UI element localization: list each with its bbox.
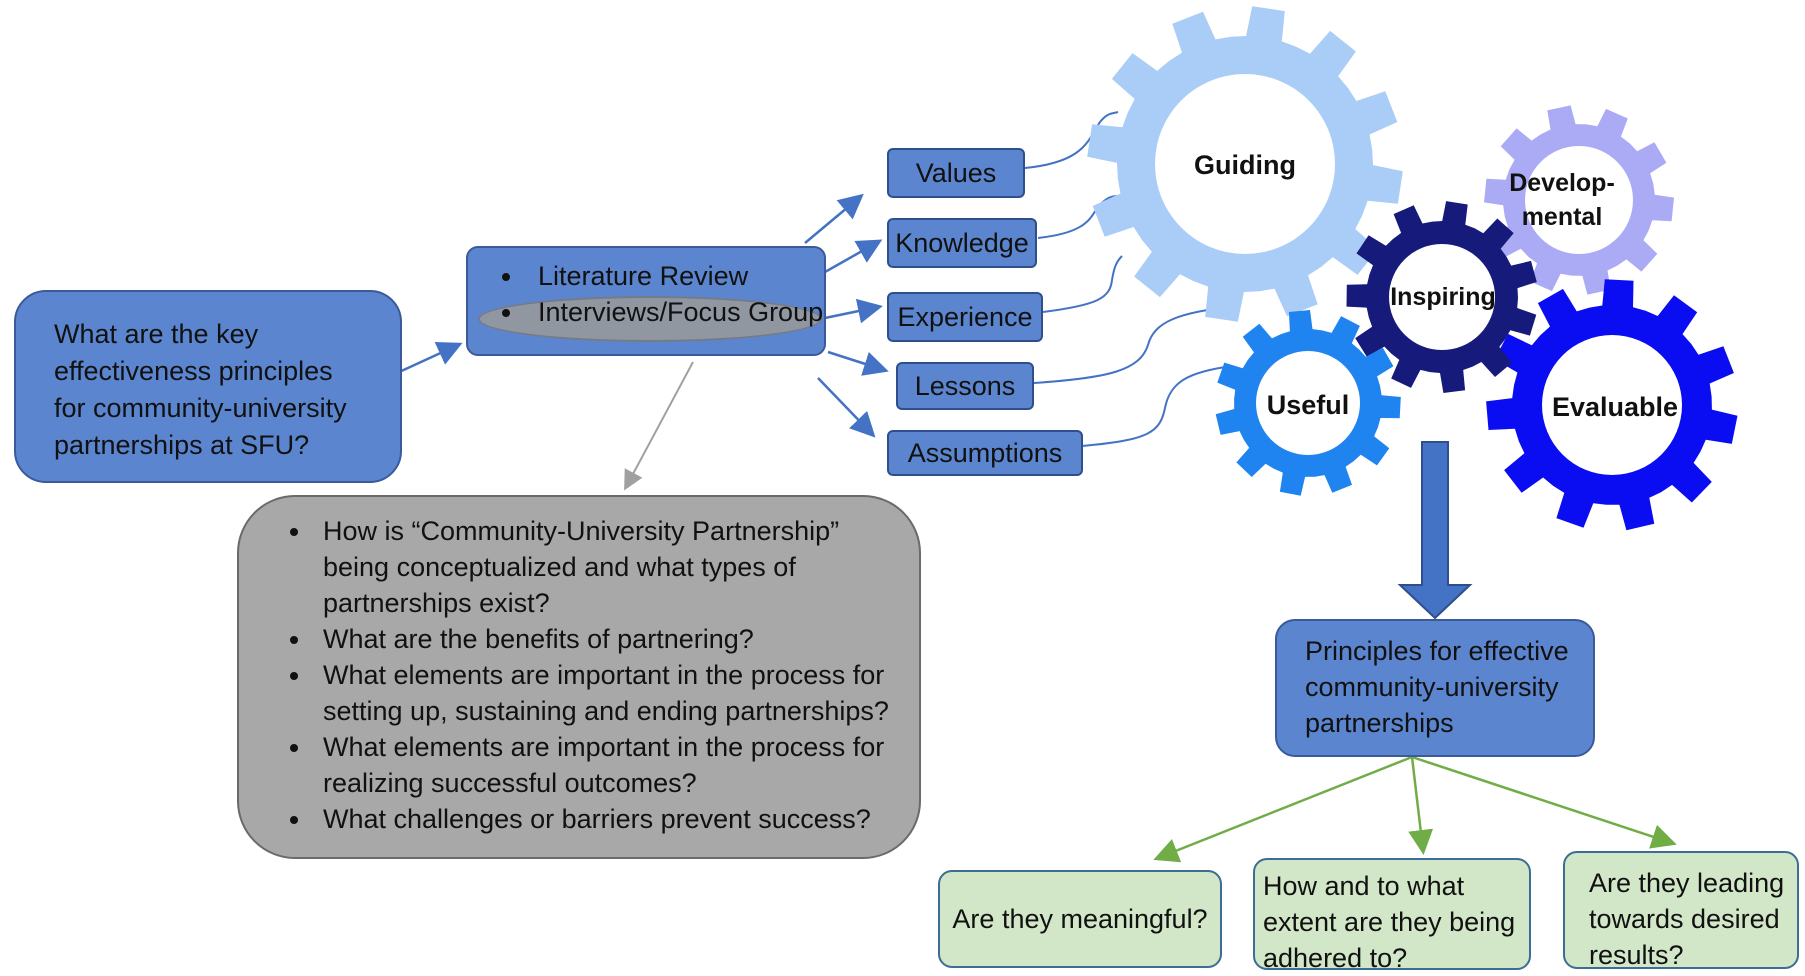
gear-label-developmental-line2: mental	[1521, 203, 1603, 231]
gear-label-inspiring: Inspiring	[1390, 283, 1496, 311]
gear-label-developmental-line1: Develop-	[1509, 169, 1615, 197]
outcome-adhered-text: How and to what extent are they being ad…	[1263, 871, 1516, 973]
method-item: Interviews/Focus Group	[486, 294, 824, 330]
outcome-adhered-box: How and to what extent are they being ad…	[1253, 858, 1531, 973]
inspiring-gear-center	[1389, 244, 1495, 350]
principles-box: Principles for effective community-unive…	[1275, 619, 1595, 757]
question-item: How is “Community-University Partnership…	[313, 513, 897, 621]
developmental-gear-center	[1525, 146, 1633, 254]
method-item: Literature Review	[486, 258, 824, 294]
arrow-to-lessons	[827, 350, 889, 376]
principles-text: Principles for effective community-unive…	[1305, 636, 1569, 738]
evaluable-gear-center	[1542, 335, 1682, 475]
connector-values-guiding	[1024, 111, 1119, 169]
arrow-to-assumptions	[817, 377, 876, 438]
down-arrow	[1397, 441, 1473, 620]
outcome-results-box: Are they leading towards desired results…	[1563, 851, 1799, 970]
connector-experience-guiding	[1042, 255, 1123, 313]
arrow-to-experience	[824, 298, 883, 324]
question-item: What are the benefits of partnering?	[313, 621, 897, 657]
arrow-question-to-methods	[396, 341, 463, 375]
label-experience: Experience	[887, 292, 1043, 342]
gear-label-guiding: Guiding	[1194, 150, 1296, 180]
guiding-gear-center	[1155, 74, 1335, 254]
outcome-results-text: Are they leading towards desired results…	[1589, 868, 1785, 970]
label-assumptions: Assumptions	[887, 430, 1083, 476]
methods-box: Literature Review Interviews/Focus Group	[466, 246, 826, 356]
connector-lessons-guiding	[1033, 305, 1239, 384]
question-item: What elements are important in the proce…	[313, 729, 897, 801]
outcome-meaningful-box: Are they meaningful?	[938, 870, 1222, 968]
arrow-to-knowledge	[824, 239, 883, 274]
useful-gear-center	[1256, 351, 1360, 455]
arrow-to-meaningful	[1153, 755, 1413, 863]
gear-label-evaluable: Evaluable	[1551, 392, 1679, 422]
gear-label-useful: Useful	[1266, 390, 1350, 420]
label-lessons: Lessons	[896, 362, 1034, 410]
arrow-to-values	[804, 193, 864, 244]
arrow-to-results	[1411, 755, 1677, 849]
question-item: What challenges or barriers prevent succ…	[313, 801, 897, 837]
literature-questions-box: How is “Community-University Partnership…	[237, 495, 921, 859]
gear-label-developmental: Develop- mental	[1502, 166, 1622, 234]
label-values: Values	[887, 148, 1025, 198]
research-question-box: What are the key effectiveness principle…	[14, 290, 402, 483]
outcome-meaningful-text: Are they meaningful?	[952, 904, 1208, 934]
connector-assumptions-useful	[1081, 365, 1233, 447]
label-knowledge: Knowledge	[887, 218, 1037, 268]
arrow-to-adhered	[1408, 756, 1434, 855]
method-highlight-ellipse	[478, 296, 822, 342]
research-question-text: What are the key effectiveness principle…	[54, 319, 347, 460]
arrow-methods-to-questions	[624, 361, 694, 491]
question-item: What elements are important in the proce…	[313, 657, 897, 729]
